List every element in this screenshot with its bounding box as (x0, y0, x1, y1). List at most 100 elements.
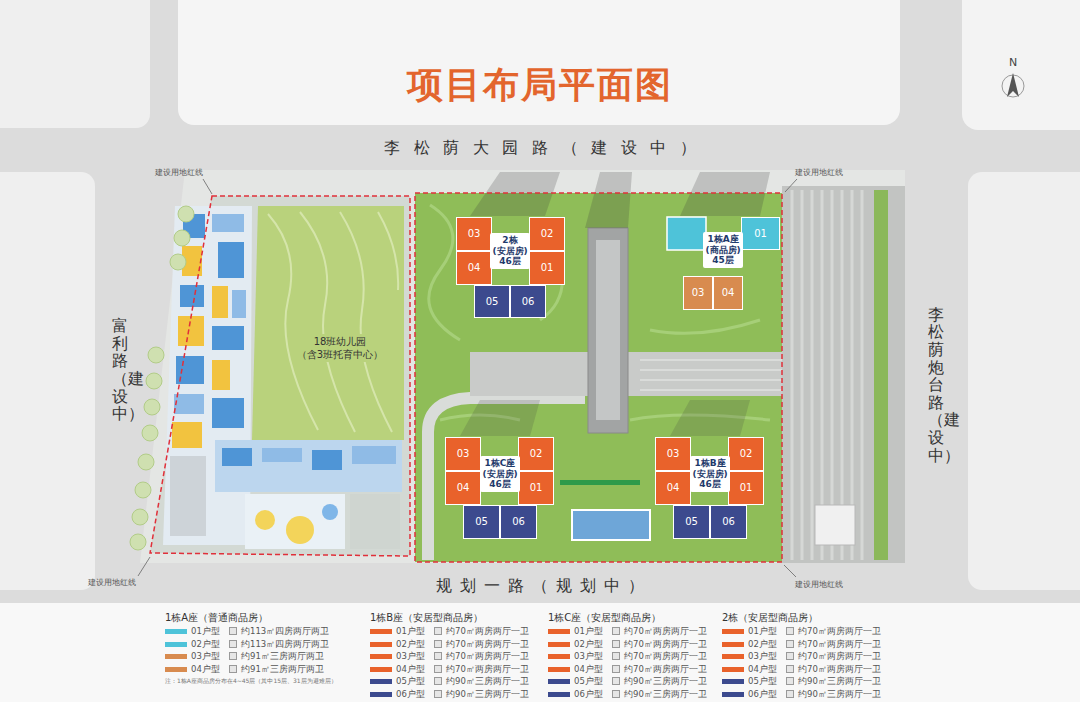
hedge (560, 480, 640, 485)
legend-swatch (165, 654, 187, 659)
legend-text: 06户型 (574, 689, 603, 699)
site-label: 18班幼儿园 （含3班托育中心） (294, 334, 386, 362)
legend-text: 05户型 (396, 676, 425, 686)
map-label: 建设用地红线 (88, 577, 136, 588)
tile (178, 316, 204, 346)
unit-block: 02 (529, 217, 565, 251)
city-block (178, 0, 900, 125)
floorplan-icon (612, 665, 620, 673)
legend-swatch (722, 692, 744, 697)
building-label: 2栋 (安居房) 46层 (490, 233, 529, 268)
unit-description: 约70㎡两房两厅一卫 (798, 664, 881, 674)
unit-block: 04 (655, 471, 691, 505)
map-label: 李松荫大园路（建设中） (370, 138, 709, 159)
building-label: 1栋C座 (安居房) 46层 (480, 456, 519, 491)
floorplan-icon (786, 665, 794, 673)
lawn-stripes (268, 212, 398, 432)
tile (312, 450, 342, 470)
green-strip (874, 190, 888, 560)
playground (245, 494, 345, 549)
unit-number: 04 (667, 483, 680, 493)
tile (172, 422, 202, 448)
unit-number: 01 (754, 229, 767, 239)
floorplan-icon (229, 652, 237, 660)
legend-swatch (370, 679, 392, 684)
unit-block: 04 (445, 471, 481, 505)
unit-description: 约70㎡两房两厅一卫 (798, 626, 881, 636)
paving (350, 494, 400, 549)
residential-tower: 1栋B座 (安居房) 46层030204010506 (651, 434, 769, 544)
leader-line (785, 179, 797, 192)
legend-swatch (165, 629, 187, 634)
kindergarten-site: 18班幼儿园 （含3班托育中心） (150, 195, 410, 557)
legend-text: 01户型 (191, 626, 220, 636)
city-block (968, 172, 1080, 590)
city-block (962, 0, 1080, 130)
unit-block: 01 (518, 471, 554, 505)
leader-line (203, 179, 212, 194)
unit-number: 01 (541, 263, 554, 273)
map-label: 建设用地红线 (795, 167, 843, 178)
legend-text: 03户型 (191, 651, 220, 661)
map-label: 建设用地红线 (795, 579, 843, 590)
building-label: 1栋B座 (安居房) 46层 (690, 456, 729, 491)
floorplan-icon (434, 677, 442, 685)
legend-swatch (370, 629, 392, 634)
unit-description: 约90㎡三房两厅一卫 (446, 689, 529, 699)
legend-text: 04户型 (574, 664, 603, 674)
unit-description: 约70㎡两房两厅一卫 (798, 639, 881, 649)
unit-block: 06 (710, 505, 747, 539)
floorplan-icon (229, 665, 237, 673)
play-feature (286, 516, 314, 544)
compass-letter: N (1009, 56, 1017, 69)
play-feature (322, 504, 338, 520)
floorplan-icon (612, 627, 620, 635)
unit-block: 05 (474, 285, 510, 318)
residential-tower: 1栋A座 (商品房) 45层010304 (664, 214, 784, 314)
unit-number: 04 (468, 263, 481, 273)
tile (212, 326, 244, 350)
unit-description: 约70㎡两房两厅一卫 (624, 664, 707, 674)
legend-swatch (370, 654, 392, 659)
tile (232, 290, 246, 318)
legend-swatch (722, 667, 744, 672)
legend-text: 06户型 (396, 689, 425, 699)
unit-description: 约70㎡两房两厅一卫 (446, 639, 529, 649)
unit-block: 03 (683, 276, 713, 310)
unit-block: 05 (673, 505, 710, 539)
legend-swatch (548, 679, 570, 684)
tile (212, 286, 228, 318)
legend-heading: 1栋B座（安居型商品房） (370, 611, 483, 625)
map-label: 建设用地红线 (155, 167, 203, 178)
floorplan-icon (434, 690, 442, 698)
unit-description: 约70㎡两房两厅一卫 (624, 651, 707, 661)
legend-text: 01户型 (748, 626, 777, 636)
legend-swatch (722, 654, 744, 659)
legend-text: 02户型 (191, 639, 220, 649)
legend-text: 05户型 (748, 676, 777, 686)
unit-block: 05 (463, 505, 500, 539)
legend-heading: 1栋C座（安居型商品房） (548, 611, 661, 625)
shadow (585, 172, 632, 228)
floorplan-icon (434, 627, 442, 635)
unit-block: 06 (510, 285, 546, 318)
floorplan-icon (229, 640, 237, 648)
podium (588, 228, 628, 433)
unit-block: 01 (529, 251, 565, 285)
legend-text: 03户型 (574, 651, 603, 661)
unit-description: 约90㎡三房两厅一卫 (798, 676, 881, 686)
unit-block: 01 (728, 471, 764, 505)
legend-text: 01户型 (574, 626, 603, 636)
shadow (670, 400, 750, 436)
legend-text: 06户型 (748, 689, 777, 699)
unit-number: 03 (667, 449, 680, 459)
legend-text: 03户型 (396, 651, 425, 661)
unit-number: 01 (740, 483, 753, 493)
floorplan-icon (612, 640, 620, 648)
unit-description: 约113㎡四房两厅两卫 (241, 639, 329, 649)
unit-number: 04 (722, 288, 735, 298)
floorplan-icon (786, 652, 794, 660)
unit-number: 03 (457, 449, 470, 459)
legend-swatch (370, 667, 392, 672)
